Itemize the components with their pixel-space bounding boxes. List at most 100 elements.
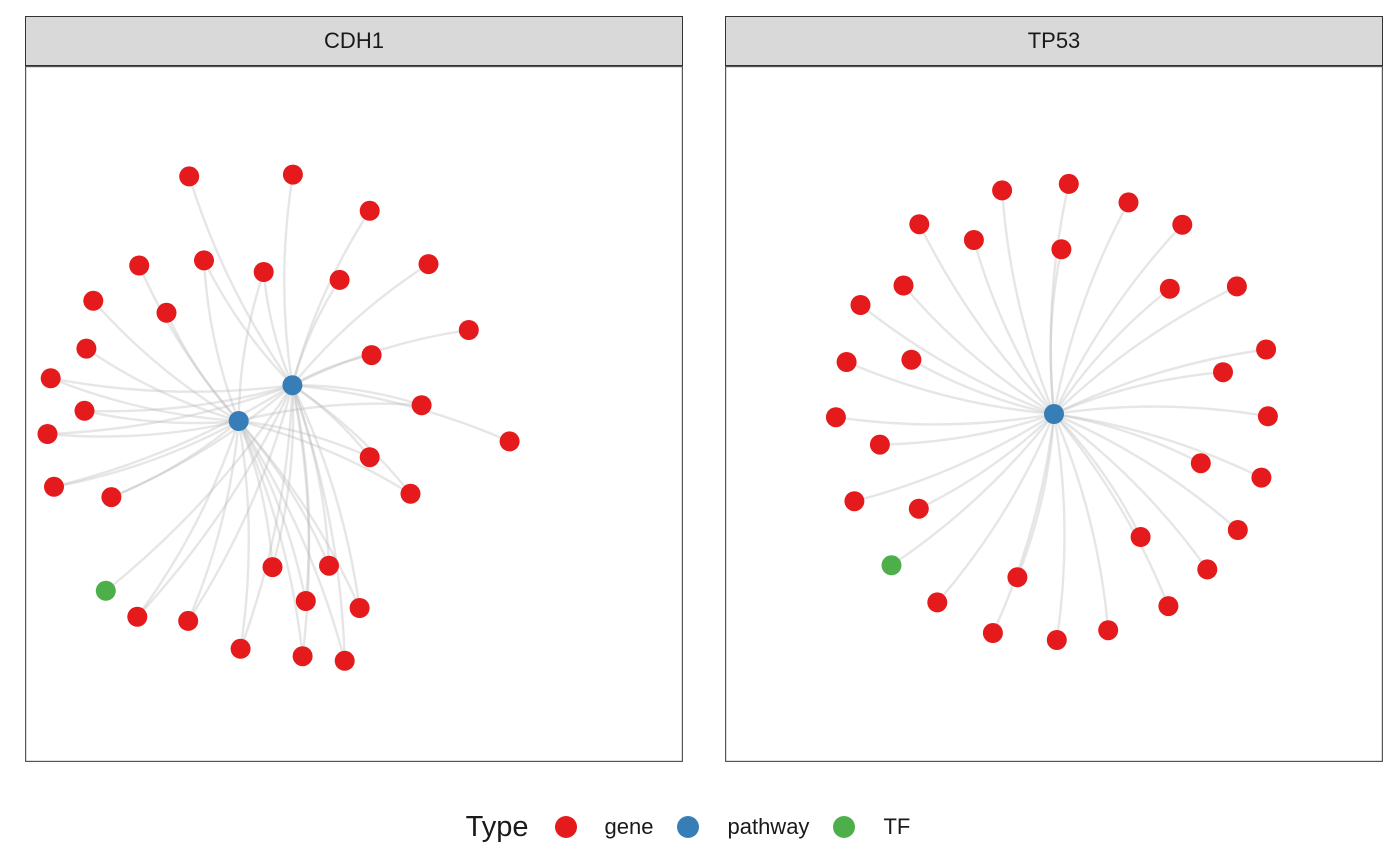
gene-node: [349, 598, 370, 618]
legend-label: TF: [883, 814, 911, 839]
network-edge: [1053, 287, 1171, 415]
nodes-layer: [37, 164, 520, 671]
network-edge: [1053, 413, 1209, 571]
network-edge: [291, 384, 412, 495]
gene-node: [850, 295, 871, 315]
gene-node: [1007, 567, 1028, 588]
tf-node: [881, 555, 902, 576]
facet-title: CDH1: [324, 28, 384, 53]
network-edge: [283, 174, 295, 386]
pathway-node: [1044, 404, 1064, 424]
network-edge: [1052, 201, 1130, 415]
gene-node: [411, 395, 432, 416]
gene-node: [262, 557, 283, 578]
network-edge: [53, 419, 240, 488]
network-edge: [85, 347, 240, 423]
network-edge: [187, 384, 294, 622]
network-edge: [835, 412, 1055, 426]
network-edge: [1053, 412, 1202, 465]
legend-label: pathway: [727, 814, 810, 839]
gene-node: [1058, 173, 1079, 194]
gene-node: [1158, 596, 1179, 617]
network-edge: [291, 384, 311, 657]
gene-node: [194, 250, 214, 271]
gene-node: [178, 610, 199, 631]
network-edge: [292, 384, 511, 443]
network-edge: [237, 420, 274, 568]
gene-node: [963, 230, 984, 250]
network-edge: [237, 420, 307, 602]
network-edge: [1053, 405, 1269, 418]
network-edge: [1052, 413, 1110, 631]
gene-node: [253, 262, 274, 282]
gene-node: [1098, 620, 1119, 641]
gene-node: [825, 407, 846, 428]
network-edge: [84, 384, 293, 413]
gene-node: [1172, 214, 1193, 235]
network-edge: [53, 384, 294, 488]
tf-node: [95, 580, 116, 601]
network-edge: [890, 413, 1055, 567]
network-edge: [1052, 413, 1066, 641]
legend-key-tf: [833, 816, 856, 838]
gene-node: [74, 400, 95, 421]
plot-frame: [25, 66, 683, 762]
legend-item-gene: gene: [554, 814, 654, 840]
network-edge: [202, 260, 240, 422]
gene-node: [1130, 527, 1151, 547]
network-edge: [1049, 183, 1070, 415]
network-edge: [238, 419, 412, 495]
network-edge: [1053, 285, 1238, 415]
network-edge: [972, 239, 1055, 415]
edges-layer: [47, 174, 511, 662]
gene-node: [156, 302, 177, 323]
network-edge: [291, 384, 361, 609]
gene-node: [458, 320, 479, 340]
gene-node: [282, 164, 303, 185]
network-edge: [237, 420, 346, 662]
gene-node: [1197, 559, 1218, 580]
network-plot-cdh1: [25, 66, 683, 762]
gene-node: [893, 275, 914, 296]
gene-node: [319, 555, 339, 576]
gene-node: [129, 255, 150, 276]
edges-layer: [835, 183, 1269, 641]
gene-node: [1046, 630, 1067, 650]
network-edge: [50, 377, 293, 393]
gene-node: [908, 498, 929, 519]
gene-node: [1051, 239, 1072, 260]
gene-node: [927, 592, 948, 613]
network-edge: [291, 384, 331, 566]
network-edge: [262, 271, 294, 386]
network-edge: [237, 420, 331, 567]
legend-item-pathway: pathway: [677, 814, 809, 840]
facet-panel-tp53: TP53: [725, 16, 1383, 762]
network-edge: [188, 176, 294, 386]
gene-node: [499, 431, 520, 452]
network-edge: [92, 300, 240, 423]
gene-node: [869, 434, 890, 455]
gene-node: [329, 269, 350, 290]
network-edge: [50, 377, 239, 423]
network-edge: [1049, 249, 1063, 415]
gene-node: [295, 591, 316, 611]
network-edge: [105, 384, 294, 592]
gene-node: [901, 349, 922, 370]
legend-label: gene: [604, 814, 654, 839]
network-edge: [110, 420, 240, 499]
gene-node: [359, 200, 380, 221]
network-edge: [918, 413, 1055, 510]
network-edge: [854, 412, 1055, 503]
network-edge: [859, 304, 1055, 416]
gene-node: [37, 424, 58, 444]
network-edge: [291, 263, 430, 386]
facet-strip-cdh1: CDH1: [25, 16, 683, 66]
pathway-node: [282, 375, 303, 396]
network-edge: [237, 420, 250, 649]
gene-node: [1190, 453, 1211, 474]
gene-node: [1257, 406, 1278, 427]
network-edge: [291, 210, 371, 386]
gene-node: [44, 476, 64, 497]
network-edge: [991, 413, 1056, 634]
facet-title: TP53: [1027, 28, 1081, 53]
